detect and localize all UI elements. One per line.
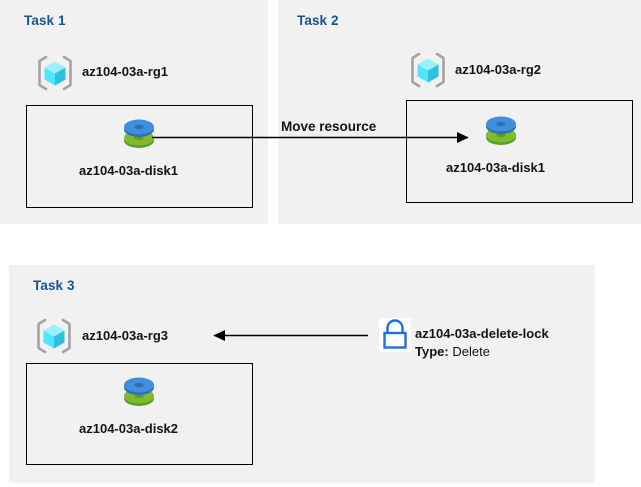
lock-name-label: az104-03a-delete-lock xyxy=(415,326,549,341)
lock-type-value: Delete xyxy=(452,344,490,359)
task-1-resource-label: az104-03a-disk1 xyxy=(79,163,179,178)
task-1-resource-box xyxy=(26,105,253,208)
lock-type-row: Type: Delete xyxy=(415,344,490,359)
task-3-resource-group-label: az104-03a-rg3 xyxy=(82,328,168,343)
lock-icon xyxy=(379,318,411,352)
task-1-title: Task 1 xyxy=(24,13,66,28)
task-3-title: Task 3 xyxy=(33,278,75,293)
move-resource-arrow xyxy=(152,131,469,144)
task-3-panel xyxy=(9,265,595,483)
move-resource-label: Move resource xyxy=(281,119,377,134)
resource-group-icon xyxy=(34,52,76,94)
task-1-panel xyxy=(0,0,268,224)
task-2-resource-box xyxy=(406,100,633,203)
lock-arrow xyxy=(213,329,368,342)
disk-icon xyxy=(119,372,159,412)
task-2-panel xyxy=(278,0,641,224)
disk-icon xyxy=(481,111,521,151)
task-2-resource-label: az104-03a-disk1 xyxy=(446,160,546,175)
task-1-resource-group-label: az104-03a-rg1 xyxy=(82,64,168,79)
task-3-resource-box xyxy=(26,363,253,465)
task-2-resource-group-label: az104-03a-rg2 xyxy=(455,62,541,77)
resource-group-icon xyxy=(33,315,75,357)
resource-group-icon xyxy=(407,49,449,91)
task-3-resource-label: az104-03a-disk2 xyxy=(79,421,179,436)
disk-icon xyxy=(119,114,159,154)
task-2-title: Task 2 xyxy=(297,13,339,28)
lock-type-key: Type: xyxy=(415,344,449,359)
